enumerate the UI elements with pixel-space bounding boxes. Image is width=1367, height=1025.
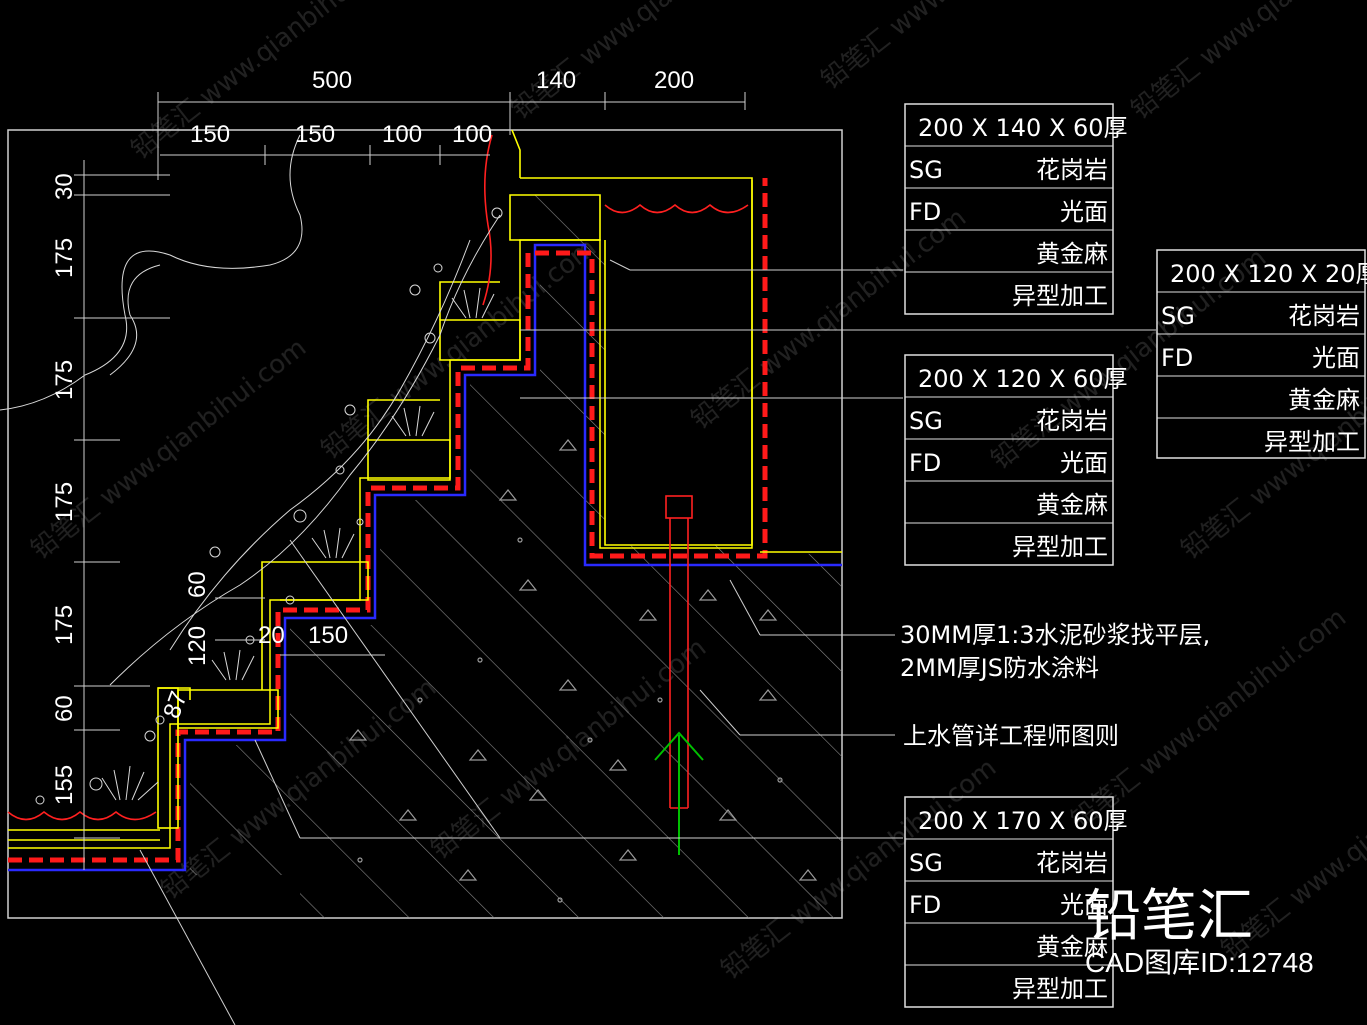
dim-top-150b: 150 [295,121,335,148]
dim-top-150a: 150 [190,121,230,148]
watermark-tile: 铅笔汇 www.qianbihui.com [506,0,792,126]
dim-top-100b: 100 [452,121,492,148]
spec-code: SG [1161,302,1195,330]
spec-value: 黄金麻 [1036,491,1108,519]
watermark-tile: 铅笔汇 www.qianbihui.com [686,203,972,436]
spec-value: 异型加工 [1264,428,1360,456]
spec-code: SG [909,156,943,184]
spec-value: 异型加工 [1012,533,1108,561]
stone-step-3 [367,439,451,481]
water-surfaces [7,134,749,821]
stone-step-4-riser [439,281,500,320]
slope-edge [511,129,521,178]
spec-table-title: 200 X 120 X 20厚 [1170,260,1367,288]
supply-pipe [654,495,704,855]
spec-table-2: 200 X 120 X 20厚 SG 花岗岩 FD 光面 黄金麻 异型加工 [1156,249,1367,459]
dim-inner-150: 150 [308,622,348,649]
dimension-lines [74,92,1156,1025]
spec-table-1: 200 X 140 X 60厚 SG 花岗岩 FD 光面 黄金麻 异型加工 [904,103,1128,315]
watermark-tile: 铅笔汇 www.qianbihui.com [126,0,412,166]
stone-step-3-riser [367,399,440,440]
spec-table-3: 200 X 120 X 60厚 SG 花岗岩 FD 光面 黄金麻 异型加工 [904,354,1128,566]
spec-value: 光面 [1060,891,1108,919]
dim-inner-20: 20 [258,622,285,649]
spec-code: SG [909,849,943,877]
dim-inner-120: 120 [184,626,211,666]
dim-top-100a: 100 [382,121,422,148]
stream-edge [482,134,493,306]
dim-top-140: 140 [536,67,576,94]
watermark-tile: 铅笔汇 www.qianbihui.com [816,0,1102,96]
spec-code: FD [909,891,941,919]
dim-left-30: 30 [51,173,78,200]
stone-step-2-riser [261,561,369,690]
spec-value: 光面 [1060,198,1108,226]
spec-value: 花岗岩 [1036,407,1108,435]
dim-left-175a: 175 [51,238,78,278]
spec-value: 黄金麻 [1036,933,1108,961]
basin-water-surface [604,203,749,214]
note-mortar-line1: 30MM厚1:3水泥砂浆找平层, [900,621,1210,649]
dim-left-175d: 175 [51,605,78,645]
stone-step-2 [177,689,279,729]
spec-code: FD [1161,344,1193,372]
dim-left-175c: 175 [51,482,78,522]
spec-code: FD [909,449,941,477]
waterproof-line-red [8,178,768,863]
stone-step-4 [439,319,521,361]
spec-table-title: 200 X 170 X 60厚 [918,807,1128,835]
watermark-id: CAD图库ID:12748 [1085,947,1314,978]
spec-table-title: 200 X 140 X 60厚 [918,114,1128,142]
base-line-blue [8,243,842,872]
pool-water-surface [7,810,157,821]
spec-code: SG [909,407,943,435]
dim-left-175b: 175 [51,360,78,400]
planting-sketch [0,134,503,805]
dim-top-200: 200 [654,67,694,94]
spec-value: 花岗岩 [1036,849,1108,877]
watermark-brand: 铅笔汇 [1085,884,1253,949]
spec-code: FD [909,198,941,226]
spec-table-title: 200 X 120 X 60厚 [918,365,1128,393]
pipe-outlet [665,495,693,519]
dim-left-155: 155 [51,765,78,805]
dim-top-500: 500 [312,67,352,94]
basin-coping [520,177,753,546]
spec-value: 异型加工 [1012,975,1108,1003]
dim-inner-60: 60 [184,571,211,598]
spec-value: 光面 [1312,344,1360,372]
dim-left-60: 60 [51,695,78,722]
spec-value: 光面 [1060,449,1108,477]
note-mortar-line2: 2MM厚JS防水涂料 [900,654,1099,682]
stone-step-top [509,194,601,241]
spec-value: 花岗岩 [1036,156,1108,184]
watermark-tile: 铅笔汇 www.qianbihui.com [1126,0,1367,126]
spec-value: 黄金麻 [1036,240,1108,268]
brand-watermark: 铅笔汇 CAD图库ID:12748 [1085,884,1314,978]
spec-value: 异型加工 [1012,282,1108,310]
note-pipe: 上水管详工程师图则 [903,722,1119,750]
stone-step-1-cap [158,687,191,700]
spec-value: 花岗岩 [1288,302,1360,330]
spec-value: 黄金麻 [1288,386,1360,414]
spec-table-4: 200 X 170 X 60厚 SG 花岗岩 FD 光面 黄金麻 异型加工 [904,796,1128,1008]
dim-inner-87: 87 [158,688,193,722]
